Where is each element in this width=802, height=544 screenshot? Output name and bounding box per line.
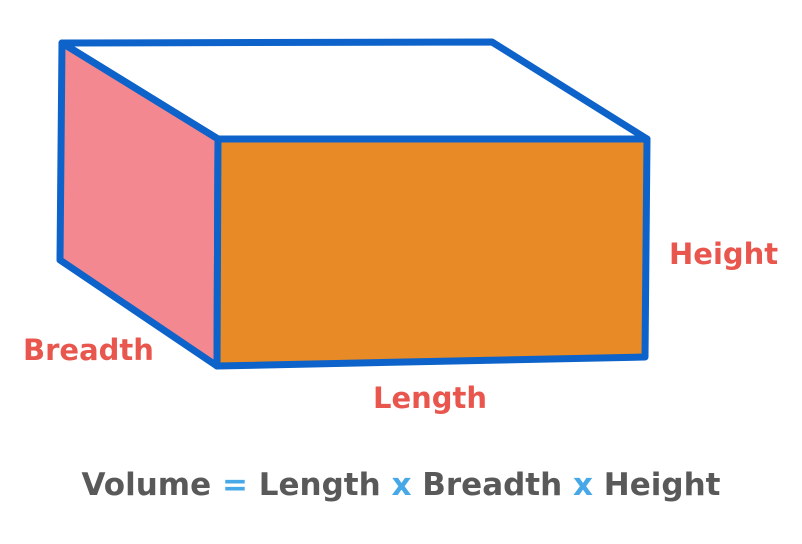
- formula-height: Height: [604, 467, 721, 503]
- formula-equals: =: [222, 467, 248, 503]
- front-face: [213, 135, 651, 370]
- formula-length: Length: [259, 467, 381, 503]
- height-label: Height: [669, 237, 778, 271]
- formula-times-2: x: [573, 467, 593, 503]
- formula-times-1: x: [391, 467, 411, 503]
- formula-breadth: Breadth: [422, 467, 562, 503]
- volume-formula: Volume = Length x Breadth x Height: [82, 467, 721, 503]
- breadth-label: Breadth: [23, 333, 154, 367]
- length-label: Length: [373, 381, 487, 415]
- formula-volume: Volume: [82, 467, 212, 503]
